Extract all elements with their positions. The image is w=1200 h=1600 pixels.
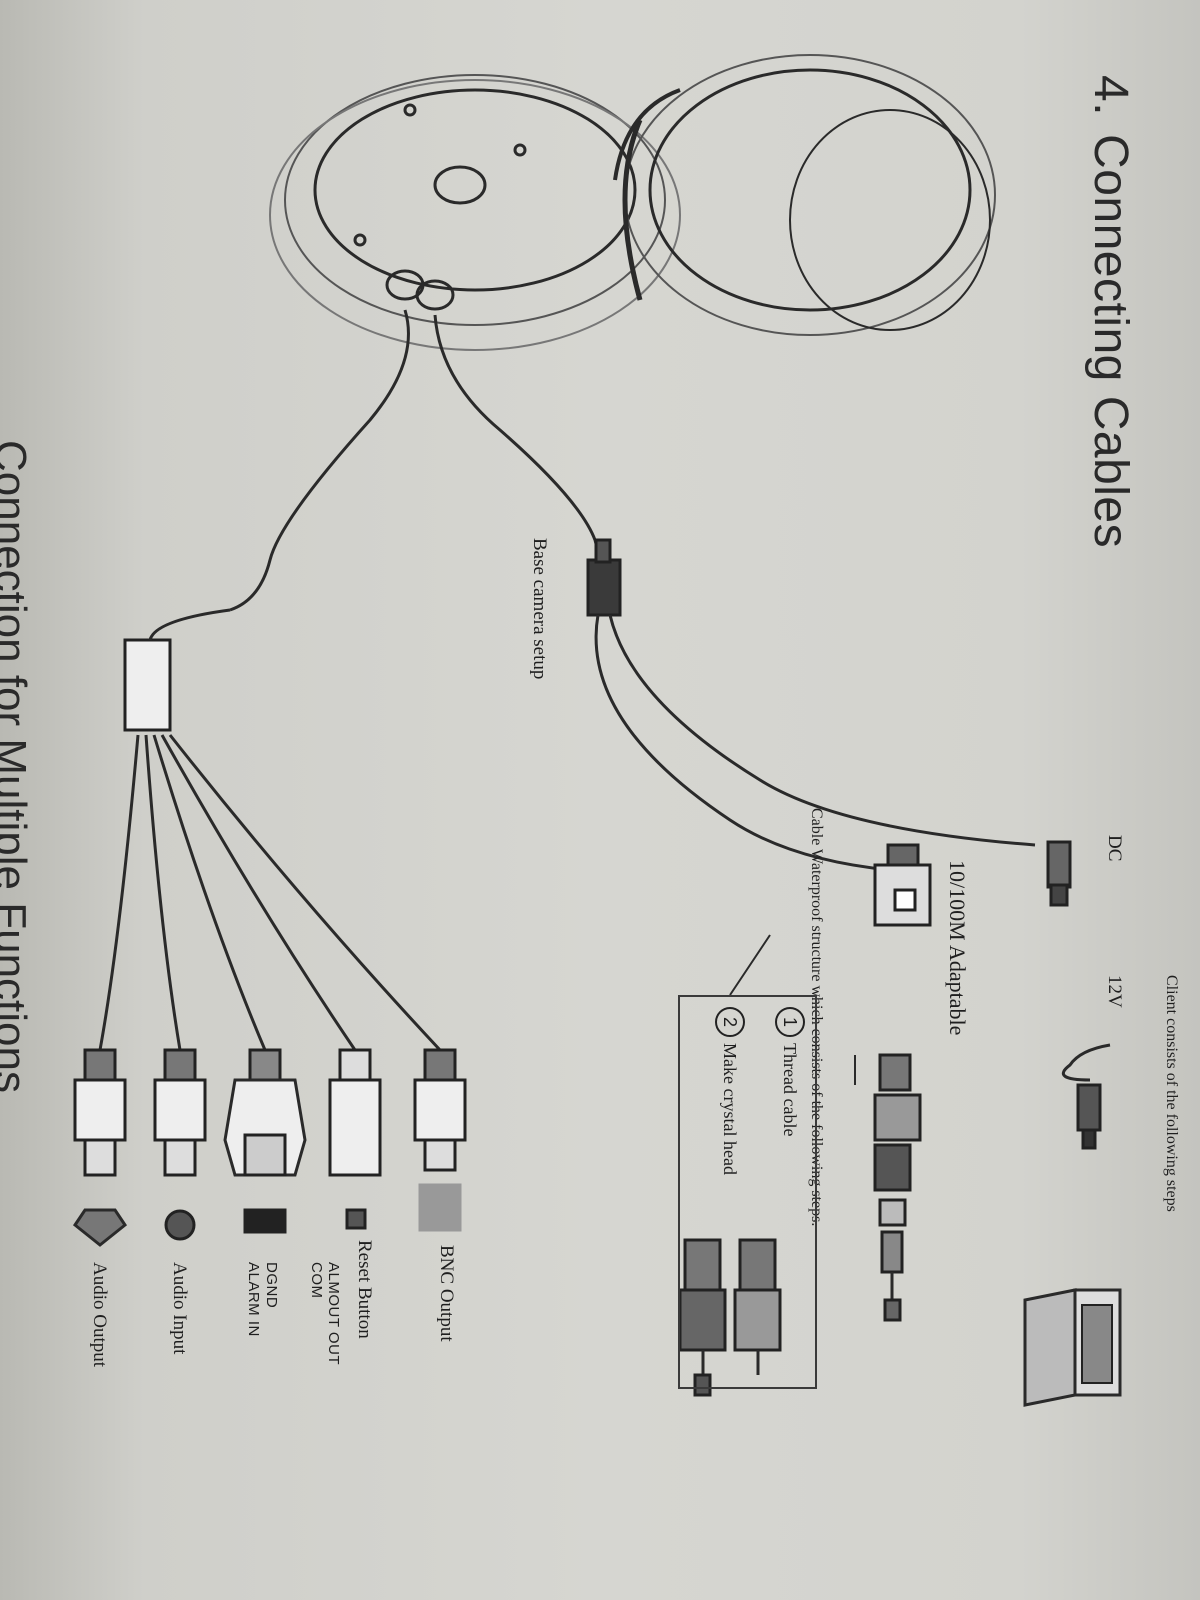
camera-base-illustration	[269, 74, 681, 351]
dome-cover-illustration	[613, 54, 996, 336]
alarm-out-label: ALMOUT OUT	[325, 1262, 342, 1366]
com-label: COM	[308, 1262, 325, 1299]
step-text: Make crystal head	[720, 1043, 741, 1175]
step-number: 1	[775, 1007, 805, 1037]
adaptable-label: 10/100M Adaptable	[945, 860, 970, 1036]
base-setup-label: Base camera setup	[529, 538, 550, 680]
audio-output-label: Audio Output	[89, 1262, 110, 1368]
alarm-in-label: ALARM IN	[245, 1262, 262, 1337]
step-2: 2 Make crystal head	[715, 1007, 745, 1175]
dc-label: DC	[1104, 835, 1125, 862]
reset-button-label: Reset Button	[354, 1240, 375, 1339]
laptop-illustration	[1023, 1288, 1122, 1407]
next-section-heading: Connection for Multiple Functions	[0, 440, 35, 1093]
step-1: 1 Thread cable	[775, 1007, 805, 1136]
dgnd-label: DGND	[263, 1262, 280, 1309]
section-title: Connecting Cables	[1084, 134, 1137, 549]
step-text: Thread cable	[780, 1043, 801, 1137]
audio-input-label: Audio Input	[169, 1262, 190, 1355]
12v-label: 12V	[1104, 975, 1125, 1008]
step-number: 2	[715, 1007, 745, 1037]
bnc-output-label: BNC Output	[436, 1245, 457, 1342]
section-number: 4.	[1084, 75, 1137, 117]
section-heading: 4. Connecting Cables	[1083, 75, 1138, 548]
client-steps-label: Client consists of the following steps	[1163, 975, 1180, 1212]
waterproof-steps-box: 1 Thread cable 2 Make crystal head	[678, 995, 817, 1389]
